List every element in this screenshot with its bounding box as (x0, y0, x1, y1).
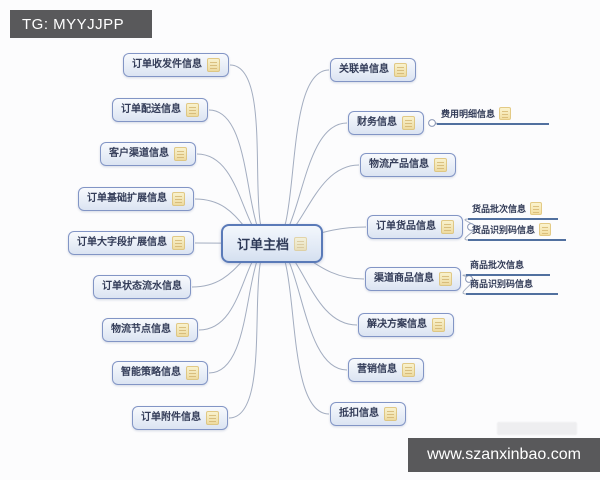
mindmap-subtopic[interactable]: 商品识别码信息 (466, 275, 558, 295)
mindmap-topic[interactable]: 智能策略信息 (112, 361, 208, 385)
mindmap-topic[interactable]: 订单货品信息 (367, 215, 463, 239)
subtopic-label: 货品批次信息 (472, 204, 527, 214)
root-topic-label: 订单主档 (237, 237, 290, 252)
mindmap-topic[interactable]: 物流产品信息 (360, 153, 456, 177)
mindmap-topic[interactable]: 订单附件信息 (132, 406, 228, 430)
topic-label: 物流节点信息 (111, 324, 171, 336)
subtopic-label: 货品识别码信息 (472, 225, 536, 235)
topic-label: 订单大字段扩展信息 (77, 237, 167, 249)
mindmap-subtopic[interactable]: 货品识别码信息 (468, 221, 566, 241)
notes-icon (206, 411, 219, 425)
notes-icon (499, 107, 512, 120)
notes-icon (530, 202, 543, 215)
collapse-toggle[interactable] (467, 223, 475, 231)
mindmap-topic[interactable]: 抵扣信息 (330, 402, 406, 426)
notes-icon (539, 223, 552, 236)
topic-label: 订单收发件信息 (132, 59, 202, 71)
mindmap-topic[interactable]: 订单配送信息 (112, 98, 208, 122)
mindmap-topic[interactable]: 订单状态流水信息 (93, 275, 191, 299)
watermark (497, 422, 577, 435)
notes-icon (441, 220, 454, 234)
notes-icon (402, 116, 415, 130)
notes-icon (384, 407, 397, 421)
topic-label: 关联单信息 (339, 64, 389, 76)
telegram-banner: TG: MYYJJPP (10, 10, 152, 38)
notes-icon (439, 272, 452, 286)
notes-icon (186, 366, 199, 380)
notes-icon (432, 318, 445, 332)
notes-icon (434, 158, 447, 172)
topic-label: 订单附件信息 (141, 412, 201, 424)
notes-icon (207, 58, 220, 72)
mindmap-topic[interactable]: 关联单信息 (330, 58, 416, 82)
mindmap-topic[interactable]: 渠道商品信息 (365, 267, 461, 291)
mindmap-topic[interactable]: 订单基础扩展信息 (78, 187, 194, 211)
topic-label: 订单状态流水信息 (102, 281, 182, 292)
topic-label: 客户渠道信息 (109, 148, 169, 160)
mindmap-subtopic[interactable]: 货品批次信息 (468, 200, 558, 220)
mindmap-topic[interactable]: 订单大字段扩展信息 (68, 231, 194, 255)
mindmap-topic[interactable]: 解决方案信息 (358, 313, 454, 337)
telegram-banner-text: TG: MYYJJPP (22, 15, 125, 33)
mindmap-topic[interactable]: 订单收发件信息 (123, 53, 229, 77)
topic-label: 订单货品信息 (376, 221, 436, 233)
subtopic-label: 费用明细信息 (441, 109, 496, 119)
notes-icon (176, 323, 189, 337)
topic-label: 订单配送信息 (121, 104, 181, 116)
mindmap-root-topic[interactable]: 订单主档 (221, 224, 324, 263)
website-banner-text: www.szanxinbao.com (427, 446, 581, 463)
notes-icon (174, 147, 187, 161)
notes-icon (172, 192, 185, 206)
mindmap-subtopic[interactable]: 商品批次信息 (466, 256, 550, 276)
topic-label: 抵扣信息 (339, 408, 379, 420)
topic-label: 解决方案信息 (367, 319, 427, 331)
mindmap-topic[interactable]: 物流节点信息 (102, 318, 198, 342)
notes-icon (402, 363, 415, 377)
mindmap-topic[interactable]: 财务信息 (348, 111, 424, 135)
topic-label: 财务信息 (357, 117, 397, 129)
topic-label: 营销信息 (357, 364, 397, 376)
mindmap-topic[interactable]: 营销信息 (348, 358, 424, 382)
subtopic-label: 商品批次信息 (470, 260, 525, 270)
topic-label: 智能策略信息 (121, 367, 181, 379)
website-banner: www.szanxinbao.com (408, 438, 600, 472)
notes-icon (394, 63, 407, 77)
notes-icon (294, 236, 308, 251)
notes-icon (172, 236, 185, 250)
topic-label: 订单基础扩展信息 (87, 193, 167, 205)
notes-icon (186, 103, 199, 117)
topic-label: 渠道商品信息 (374, 273, 434, 285)
collapse-toggle[interactable] (428, 119, 436, 127)
subtopic-label: 商品识别码信息 (470, 279, 534, 289)
mindmap-topic[interactable]: 客户渠道信息 (100, 142, 196, 166)
topic-label: 物流产品信息 (369, 159, 429, 171)
mindmap-subtopic[interactable]: 费用明细信息 (437, 105, 549, 125)
